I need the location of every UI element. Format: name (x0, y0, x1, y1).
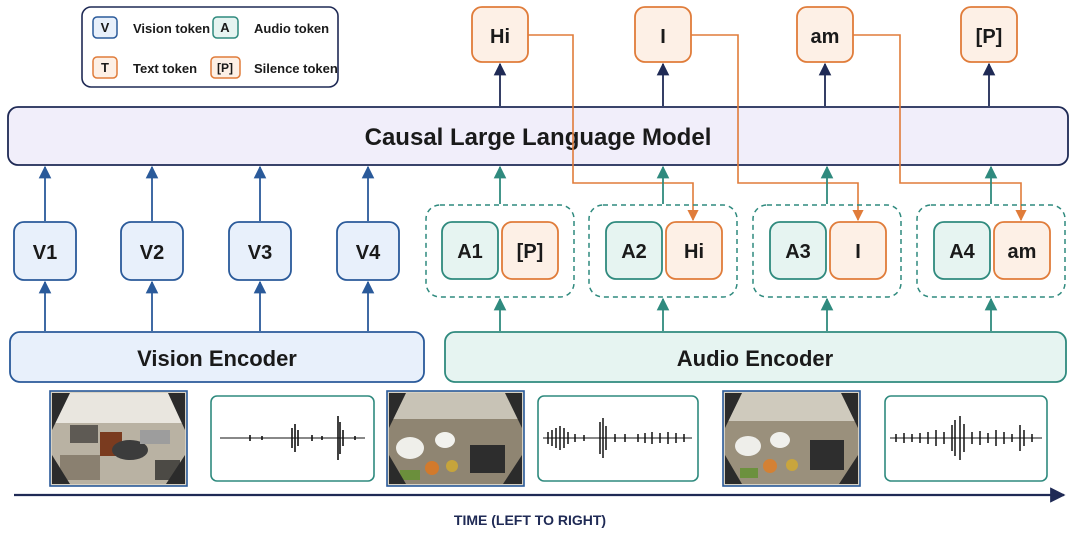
time-axis: TIME (LEFT TO RIGHT) (14, 487, 1066, 528)
vision-token-4-label: V4 (356, 242, 381, 264)
audio-encoder-label: Audio Encoder (677, 346, 834, 371)
time-axis-label: TIME (LEFT TO RIGHT) (454, 512, 606, 528)
audio-token-3-label: A3 (785, 241, 811, 263)
vision-token-3-label: V3 (248, 242, 272, 264)
legend-vision-symbol: V (101, 20, 110, 35)
text-token-3-label: I (855, 241, 861, 263)
vision-token-to-llm-arrows (38, 165, 375, 221)
output-token-4-label: [P] (976, 26, 1003, 48)
legend-text-label: Text token (133, 61, 197, 76)
legend-audio-symbol: A (220, 20, 230, 35)
audio-encoder: Audio Encoder (444, 331, 1067, 383)
output-token-2: I (634, 6, 692, 63)
video-frame-2 (386, 390, 525, 487)
output-token-4: [P] (960, 6, 1018, 63)
vision-encoder: Vision Encoder (9, 331, 425, 383)
feedback-arrows (528, 34, 1027, 222)
legend: V Vision token A Audio token T Text toke… (81, 6, 339, 88)
legend-audio: A Audio token (212, 16, 329, 39)
audio-waveform-2 (537, 395, 699, 482)
legend-text: T Text token (92, 56, 197, 79)
feedback-arrow-am (853, 34, 1027, 222)
video-frame-1 (49, 390, 188, 487)
audio-group-4: A4 am (916, 204, 1066, 298)
audio-encoder-to-group-arrows (493, 297, 998, 331)
legend-silence-label: Silence token (254, 61, 338, 76)
output-token-1-label: Hi (490, 26, 510, 48)
vision-token-2-label: V2 (140, 242, 164, 264)
vision-token-3: V3 (228, 221, 292, 281)
text-token-4-label: am (1008, 241, 1037, 263)
audio-waveform-3 (884, 395, 1048, 482)
legend-text-symbol: T (101, 60, 109, 75)
vision-token-2: V2 (120, 221, 184, 281)
audio-group-to-llm-arrows (493, 165, 998, 204)
vision-encoder-to-token-arrows (38, 280, 375, 331)
legend-silence-symbol: [P] (217, 61, 233, 75)
vision-token-1: V1 (13, 221, 77, 281)
feedback-arrow-hi (528, 34, 699, 222)
audio-token-1-label: A1 (457, 241, 483, 263)
output-token-2-label: I (660, 26, 666, 48)
audio-group-2: A2 Hi (588, 204, 738, 298)
vision-encoder-label: Vision Encoder (137, 346, 297, 371)
legend-audio-label: Audio token (254, 21, 329, 36)
audio-waveform-1 (210, 395, 375, 482)
audio-token-4-label: A4 (949, 241, 975, 263)
output-token-3-label: am (811, 26, 840, 48)
audio-group-3: A3 I (752, 204, 902, 298)
video-frame-3 (722, 390, 861, 487)
llm-block: Causal Large Language Model (7, 106, 1069, 166)
vision-token-4: V4 (336, 221, 400, 281)
llm-label: Causal Large Language Model (365, 124, 712, 151)
legend-vision-label: Vision token (133, 21, 210, 36)
text-token-1-label: [P] (517, 241, 544, 263)
audio-group-1: A1 [P] (425, 204, 575, 298)
legend-silence: [P] Silence token (210, 56, 338, 79)
vision-token-1-label: V1 (33, 242, 57, 264)
text-token-2-label: Hi (684, 241, 704, 263)
feedback-arrow-i (691, 34, 864, 222)
output-token-1: Hi (471, 6, 529, 63)
legend-vision: V Vision token (92, 16, 210, 39)
llm-to-output-arrows (493, 62, 996, 106)
audio-token-2-label: A2 (621, 241, 647, 263)
output-token-3: am (796, 6, 854, 63)
